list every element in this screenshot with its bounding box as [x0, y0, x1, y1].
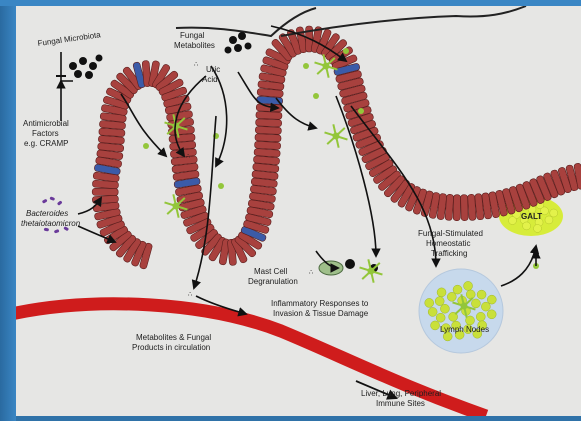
- label-inflammatory-1: Inflammatory Responses to: [271, 299, 369, 308]
- epithelial-cell-segment: [453, 195, 460, 221]
- epithelial-cell-segment: [256, 119, 282, 127]
- label-bacteroides-1: Bacteroides: [26, 209, 68, 218]
- label-liver-lung-2: Immune Sites: [376, 399, 425, 408]
- label-fungal-stimulated-3: Trafficking: [431, 249, 467, 258]
- label-antimicrobial-1: Antimicrobial: [23, 119, 69, 128]
- label-uric-acid-1: Uric: [206, 65, 220, 74]
- label-lymph-nodes: Lymph Nodes: [440, 325, 489, 334]
- slide-frame-left: [0, 0, 16, 421]
- label-metabolites-circulation-1: Metabolites & Fungal: [136, 333, 211, 342]
- gut-mycobiome-diagram: ∴ ∴ ∴ ∴ Fungal Microbiota Fungal Metabol…: [16, 6, 581, 416]
- immune-cell-dot: [343, 48, 349, 54]
- diagram-canvas: ∴ ∴ ∴ ∴ Fungal Microbiota Fungal Metabol…: [16, 6, 581, 416]
- epithelial-cell-segment: [255, 126, 281, 134]
- immune-cell-dot: [303, 63, 309, 69]
- svg-text:∴: ∴: [194, 61, 199, 68]
- epithelial-cell-segment: [255, 134, 281, 142]
- epithelial-cell-segment: [92, 195, 118, 203]
- epithelial-cell-segment: [256, 111, 282, 119]
- label-mast-cell-1: Mast Cell: [254, 267, 288, 276]
- metabolite-particles: ∴ ∴ ∴ ∴: [186, 61, 314, 298]
- label-fungal-metabolites-2: Metabolites: [174, 41, 215, 50]
- immune-cell-dot: [358, 108, 364, 114]
- label-fungal-metabolites-1: Fungal: [180, 31, 205, 40]
- epithelial-cell-segment: [254, 141, 280, 149]
- intestinal-epithelium: [92, 26, 581, 269]
- epithelial-cell-segment: [256, 104, 282, 112]
- immune-cell-dot: [218, 183, 224, 189]
- immune-cell-dot: [313, 93, 319, 99]
- label-galt: GALT: [521, 212, 542, 221]
- epithelial-cell-segment: [445, 194, 454, 220]
- epithelial-cell-segment: [461, 195, 469, 221]
- label-liver-lung-1: Liver, Lung, Peripheral: [361, 389, 441, 398]
- svg-text:∴: ∴: [309, 269, 314, 276]
- label-bacteroides-2: thetaiotaomicron: [21, 219, 81, 228]
- immune-cell-star: [360, 259, 383, 282]
- label-metabolites-circulation-2: Products in circulation: [132, 343, 210, 352]
- label-mast-cell-2: Degranulation: [248, 277, 298, 286]
- label-inflammatory-2: Invasion & Tissue Damage: [273, 309, 369, 318]
- mast-cell: [319, 261, 343, 275]
- label-uric-acid-2: Acid: [202, 75, 218, 84]
- label-antimicrobial-3: e.g. CRAMP: [24, 139, 68, 148]
- epithelial-cell-segment: [254, 148, 280, 157]
- label-fungal-stimulated-2: Homeostatic: [426, 239, 470, 248]
- label-fungal-microbiota: Fungal Microbiota: [37, 30, 102, 48]
- svg-text:∴: ∴: [188, 291, 193, 298]
- epithelial-cell-segment: [92, 188, 118, 195]
- label-antimicrobial-2: Factors: [32, 129, 59, 138]
- immune-cell-star: [325, 124, 348, 147]
- label-fungal-stimulated-1: Fungal-Stimulated: [418, 229, 483, 238]
- immune-cell-dot: [143, 143, 149, 149]
